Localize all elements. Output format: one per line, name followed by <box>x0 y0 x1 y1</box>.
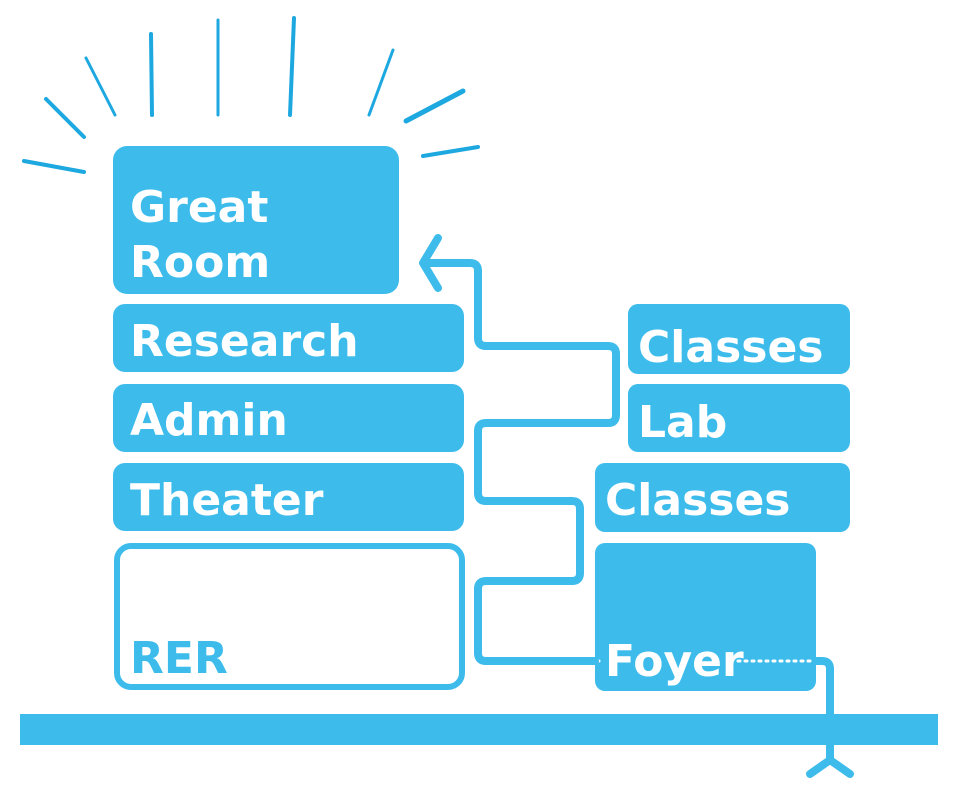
ray <box>403 88 466 124</box>
ray <box>149 32 154 117</box>
ray <box>84 56 117 117</box>
ray <box>421 145 480 158</box>
great-room-label-line2: Room <box>130 237 270 288</box>
room-research[interactable]: Research <box>113 304 464 372</box>
rer-label: RER <box>130 633 228 684</box>
room-classes-upper[interactable]: Classes <box>628 304 850 374</box>
room-classes-lower[interactable]: Classes <box>595 463 850 532</box>
arrow-left-icon <box>419 234 442 292</box>
entrance-fork-icon <box>806 741 854 778</box>
entrance-connector <box>812 657 834 759</box>
great-room-label-line1: Great <box>130 182 268 233</box>
classes-upper-label: Classes <box>638 322 823 373</box>
room-foyer[interactable]: Foyer <box>595 543 816 691</box>
ray <box>44 97 86 139</box>
admin-label: Admin <box>130 395 288 446</box>
ray <box>367 48 395 117</box>
room-theater[interactable]: Theater <box>113 463 464 531</box>
ray <box>22 159 86 174</box>
lab-label: Lab <box>638 397 727 448</box>
foyer-label: Foyer <box>605 636 744 687</box>
classes-lower-label: Classes <box>605 475 790 526</box>
room-great-room[interactable]: Great Room <box>113 146 399 294</box>
research-label: Research <box>130 316 359 367</box>
room-rer[interactable]: RER <box>114 543 465 690</box>
room-admin[interactable]: Admin <box>113 384 464 452</box>
theater-label: Theater <box>130 475 324 526</box>
highlight-rays-icon <box>22 16 480 174</box>
street-bar <box>20 714 938 745</box>
room-lab[interactable]: Lab <box>628 384 850 452</box>
circulation-path <box>421 259 620 665</box>
ray <box>288 16 296 117</box>
